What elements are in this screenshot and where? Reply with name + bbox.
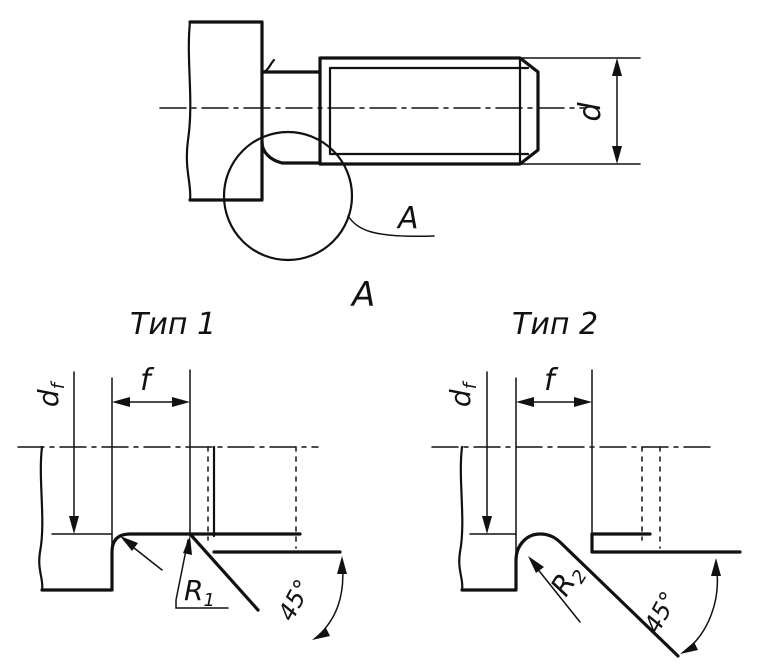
- dim-d-arrow-bottom: [612, 146, 622, 164]
- type1-thread-body: [188, 532, 342, 554]
- type2-left-break: [458, 445, 464, 592]
- detail-circle: [222, 130, 354, 262]
- type2-angle-arrow-top: [711, 558, 721, 576]
- detail-title: A: [350, 275, 375, 315]
- type1-detail: Тип 1 df f R1: [17, 307, 347, 640]
- type1-f-arrow-left: [112, 397, 130, 407]
- type1-df-label: df: [32, 380, 69, 407]
- type1-r-arrow-a: [120, 536, 138, 551]
- type2-f-arrow-left: [516, 397, 534, 407]
- bolt-neck: [260, 70, 322, 165]
- type1-r-label: R1: [184, 574, 215, 611]
- bolt-neck-fillet: [260, 58, 276, 74]
- dim-d-arrow-top: [612, 58, 622, 76]
- type1-df-arrowhead: [69, 516, 79, 534]
- bolt-view: d A: [159, 20, 641, 262]
- type2-title: Тип 2: [512, 307, 598, 342]
- type1-r-arrow-b: [183, 536, 192, 555]
- type2-detail: Тип 2 df f R2 45°: [431, 307, 742, 658]
- type1-f-arrow-right: [172, 397, 190, 407]
- type2-f-arrow-right: [574, 397, 592, 407]
- type2-r-arrow: [528, 556, 544, 573]
- type2-f-label: f: [544, 363, 559, 398]
- type2-df-label: df: [444, 380, 481, 407]
- callout-leader: [347, 215, 435, 238]
- bolt-head: [188, 20, 264, 202]
- type1-angle-label: 45°: [273, 575, 318, 626]
- type2-df-arrowhead: [482, 516, 492, 534]
- type1-profile: [40, 532, 260, 612]
- type2-angle-label: 45°: [639, 587, 684, 638]
- d-extension-lines: [519, 57, 641, 165]
- type2-angle-arrow-bottom: [680, 642, 698, 654]
- type1-title: Тип 1: [130, 307, 216, 342]
- bolt-shank: [318, 56, 540, 166]
- type1-angle-arrow-top: [337, 556, 347, 574]
- type1-angle-arrow-bottom: [312, 628, 330, 640]
- dim-d-label: d: [573, 102, 608, 122]
- type2-thread-body: [590, 532, 742, 554]
- type2-r-leader: [531, 561, 581, 623]
- type1-f-label: f: [140, 363, 155, 398]
- callout-label: A: [396, 201, 419, 236]
- type2-profile: [460, 532, 680, 658]
- type2-angle-arc: [683, 563, 719, 653]
- type1-left-break: [38, 445, 44, 592]
- thread-inner-lines: [328, 56, 530, 166]
- bolt-head-break: [185, 20, 192, 202]
- type1-r-leader-b: [175, 539, 189, 609]
